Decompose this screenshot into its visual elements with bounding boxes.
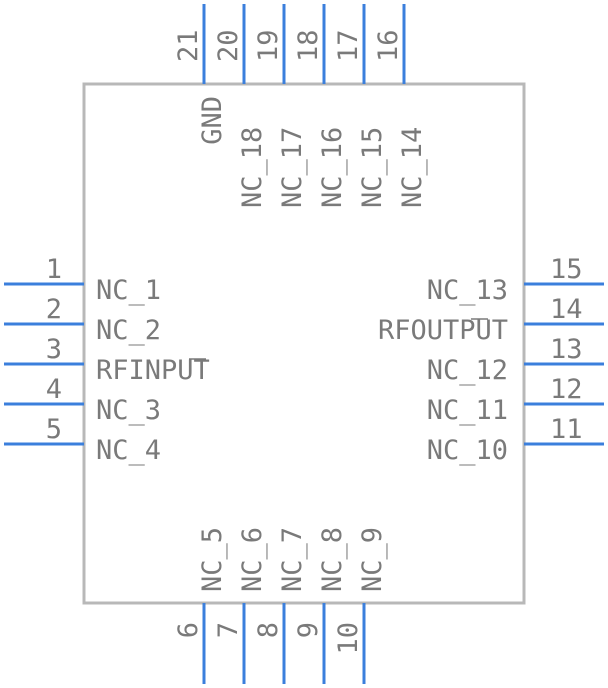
pin-name: NC_14 (397, 127, 428, 208)
pin-number: 14 (550, 294, 583, 325)
pin-number: 3 (46, 334, 62, 365)
pin-name: NC_13 (427, 275, 508, 306)
pin-number: 6 (173, 622, 204, 638)
pin-name: NC_10 (427, 435, 508, 466)
pin-name: NC_8 (317, 527, 348, 592)
pin-name: NC_12 (427, 355, 508, 386)
pin-name: NC_3 (96, 395, 161, 426)
pin-name: RFOUTPUT (378, 315, 508, 346)
pin-name: NC_1 (96, 275, 161, 306)
pin-number: 5 (46, 414, 62, 445)
pin-number: 13 (550, 334, 583, 365)
pin-number: 21 (173, 29, 204, 62)
pin-name: NC_15 (357, 127, 388, 208)
pin-name: RFINPUT (96, 355, 210, 386)
pin-number: 12 (550, 374, 583, 405)
pin-name: NC_7 (277, 527, 308, 592)
pin-number: 17 (333, 29, 364, 62)
pin-number: 1 (46, 254, 62, 285)
pin-number: 20 (213, 29, 244, 62)
pin-name: NC_4 (96, 435, 161, 466)
pin-name: NC_16 (317, 127, 348, 208)
pin-name: GND (197, 96, 228, 145)
pin-name: NC_5 (197, 527, 228, 592)
component-body (82, 82, 526, 605)
pin-number: 4 (46, 374, 62, 405)
pin-name: NC_6 (237, 527, 268, 592)
pin-number: 7 (213, 622, 244, 638)
pin-number: 2 (46, 294, 62, 325)
pin-name: NC_11 (427, 395, 508, 426)
pin-number: 11 (550, 414, 583, 445)
pin-number: 9 (293, 622, 324, 638)
pin-name: NC_2 (96, 315, 161, 346)
pin-number: 8 (253, 622, 284, 638)
pin-number: 15 (550, 254, 583, 285)
pin-number: 18 (293, 29, 324, 62)
pin-number: 16 (373, 29, 404, 62)
pin-number: 19 (253, 29, 284, 62)
pin-name: NC_17 (277, 127, 308, 208)
pin-name: NC_9 (357, 527, 388, 592)
pin-number: 10 (333, 622, 364, 655)
pins: 1NC_12NC_23RFINPUT4NC_35NC_411NC_1012NC_… (4, 4, 604, 684)
pin-name: NC_18 (237, 127, 268, 208)
